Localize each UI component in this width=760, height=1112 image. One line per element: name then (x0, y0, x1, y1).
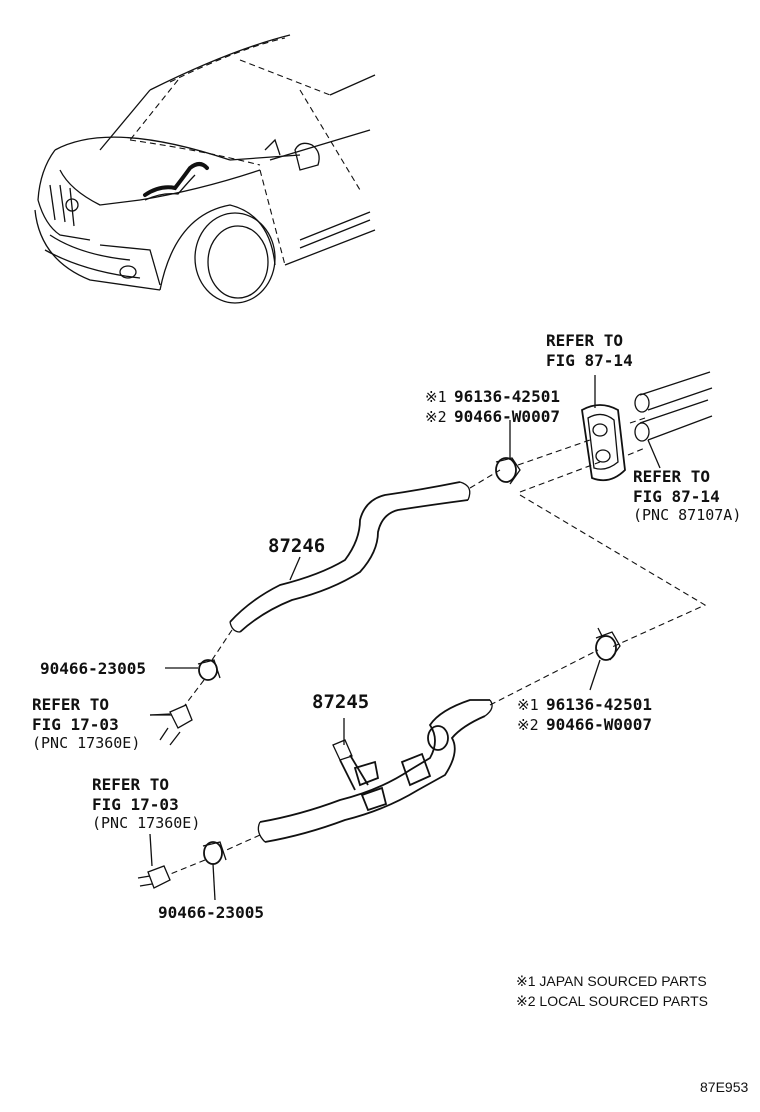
hose-87245 (257, 699, 493, 843)
note-japan-sourced: ※1 JAPAN SOURCED PARTS (516, 973, 707, 989)
refer-left-upper-line1: REFER TO (32, 695, 109, 714)
label-hose-87246: 87246 (268, 535, 325, 557)
refer-left-lower-line1: REFER TO (92, 775, 169, 794)
label-hose-87245: 87245 (312, 691, 369, 713)
clamp-left-lower (167, 834, 261, 901)
fitting-left-upper (150, 704, 193, 746)
clip-upper-part1: 96136-42501 (454, 387, 560, 406)
clip-upper-part2: 90466-W0007 (454, 407, 560, 426)
callout-refer-top: REFER TO FIG 87-14 (546, 331, 633, 370)
callout-refer-left-upper: REFER TO FIG 17-03 (PNC 17360E) (32, 695, 140, 752)
label-clamp-left-lower: 90466-23005 (158, 903, 264, 922)
refer-left-upper-line3: (PNC 17360E) (32, 734, 140, 752)
callout-refer-left-lower: REFER TO FIG 17-03 (PNC 17360E) (92, 775, 200, 832)
car-illustration (34, 34, 376, 304)
clip-lower-part2: 90466-W0007 (546, 715, 652, 734)
refer-right-line1: REFER TO (633, 467, 710, 486)
refer-left-lower-line2: FIG 17-03 (92, 795, 179, 814)
grommet (581, 404, 626, 482)
refer-top-line2: FIG 87-14 (546, 351, 633, 370)
callout-clip-lower: ※1 96136-42501 ※2 90466-W0007 (517, 695, 652, 734)
refer-left-lower-line3: (PNC 17360E) (92, 814, 200, 832)
clip-lower-mark1: ※1 (517, 696, 539, 714)
refer-top-line1: REFER TO (546, 331, 623, 350)
callout-refer-right: REFER TO FIG 87-14 (PNC 87107A) (633, 467, 741, 524)
clip-upper-mark2: ※2 (425, 408, 447, 426)
clamp-left-upper (165, 629, 233, 706)
fitting-left-lower (137, 833, 171, 889)
hose-87246 (229, 481, 471, 633)
refer-right-line2: FIG 87-14 (633, 487, 720, 506)
clip-upper (495, 457, 521, 485)
clip-upper-mark1: ※1 (425, 388, 447, 406)
clip-lower-mark2: ※2 (517, 716, 539, 734)
refer-left-upper-line2: FIG 17-03 (32, 715, 119, 734)
clip-lower-part1: 96136-42501 (546, 695, 652, 714)
figure-id: 87E953 (700, 1079, 748, 1095)
right-tubes (634, 371, 713, 442)
label-clamp-left-upper: 90466-23005 (40, 659, 146, 678)
legend-notes: ※1 JAPAN SOURCED PARTS ※2 LOCAL SOURCED … (516, 973, 708, 1009)
note-local-sourced: ※2 LOCAL SOURCED PARTS (516, 993, 708, 1009)
callout-clip-upper: ※1 96136-42501 ※2 90466-W0007 (425, 387, 560, 426)
clip-lower (489, 627, 621, 706)
refer-right-line3: (PNC 87107A) (633, 506, 741, 524)
